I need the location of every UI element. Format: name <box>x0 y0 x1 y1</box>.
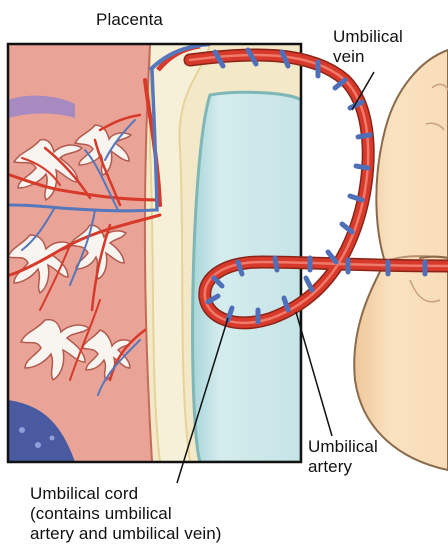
placenta-section <box>8 44 301 462</box>
label-umbilical-cord: Umbilical cord (contains umbilical arter… <box>30 484 222 544</box>
label-umbilical-artery: Umbilical artery <box>308 437 378 477</box>
label-placenta: Placenta <box>96 10 163 30</box>
label-umbilical-vein: Umbilical vein <box>333 27 403 67</box>
